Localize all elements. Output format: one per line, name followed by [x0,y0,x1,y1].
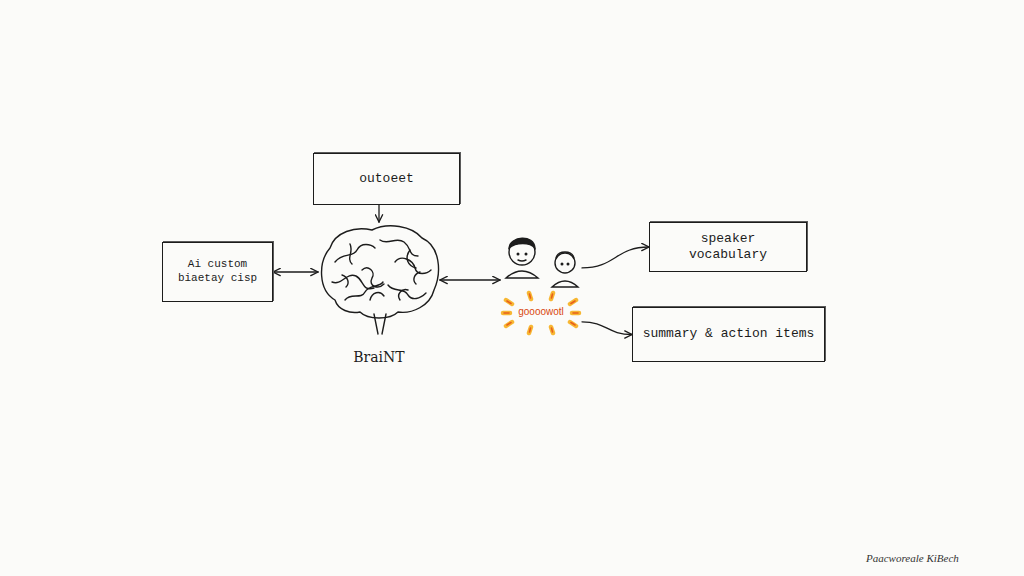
box-text: Ai custom biaetay cisp [171,258,264,286]
connector [440,279,500,280]
brain-node: BraiNT [318,222,440,367]
connector [582,247,649,268]
process-box: outoeet [313,153,460,205]
box-text: outoeet [359,171,414,187]
output-box: speaker vocabulary [649,222,807,272]
signature: Paacworeale KiBech [866,552,959,564]
box-text: summary & action items [643,326,815,342]
node-label: BraiNT [318,349,440,367]
node-label: goooowotl [500,306,582,319]
connector [582,322,632,335]
connector [378,205,379,222]
output-box: summary & action items [632,307,825,362]
input-box: Ai custom biaetay cisp [162,242,273,302]
people-illustration [506,238,578,287]
box-text: speaker vocabulary [658,231,798,264]
brain-illustration [322,226,439,334]
people-node: goooowotl [500,225,582,335]
connector [273,271,318,272]
